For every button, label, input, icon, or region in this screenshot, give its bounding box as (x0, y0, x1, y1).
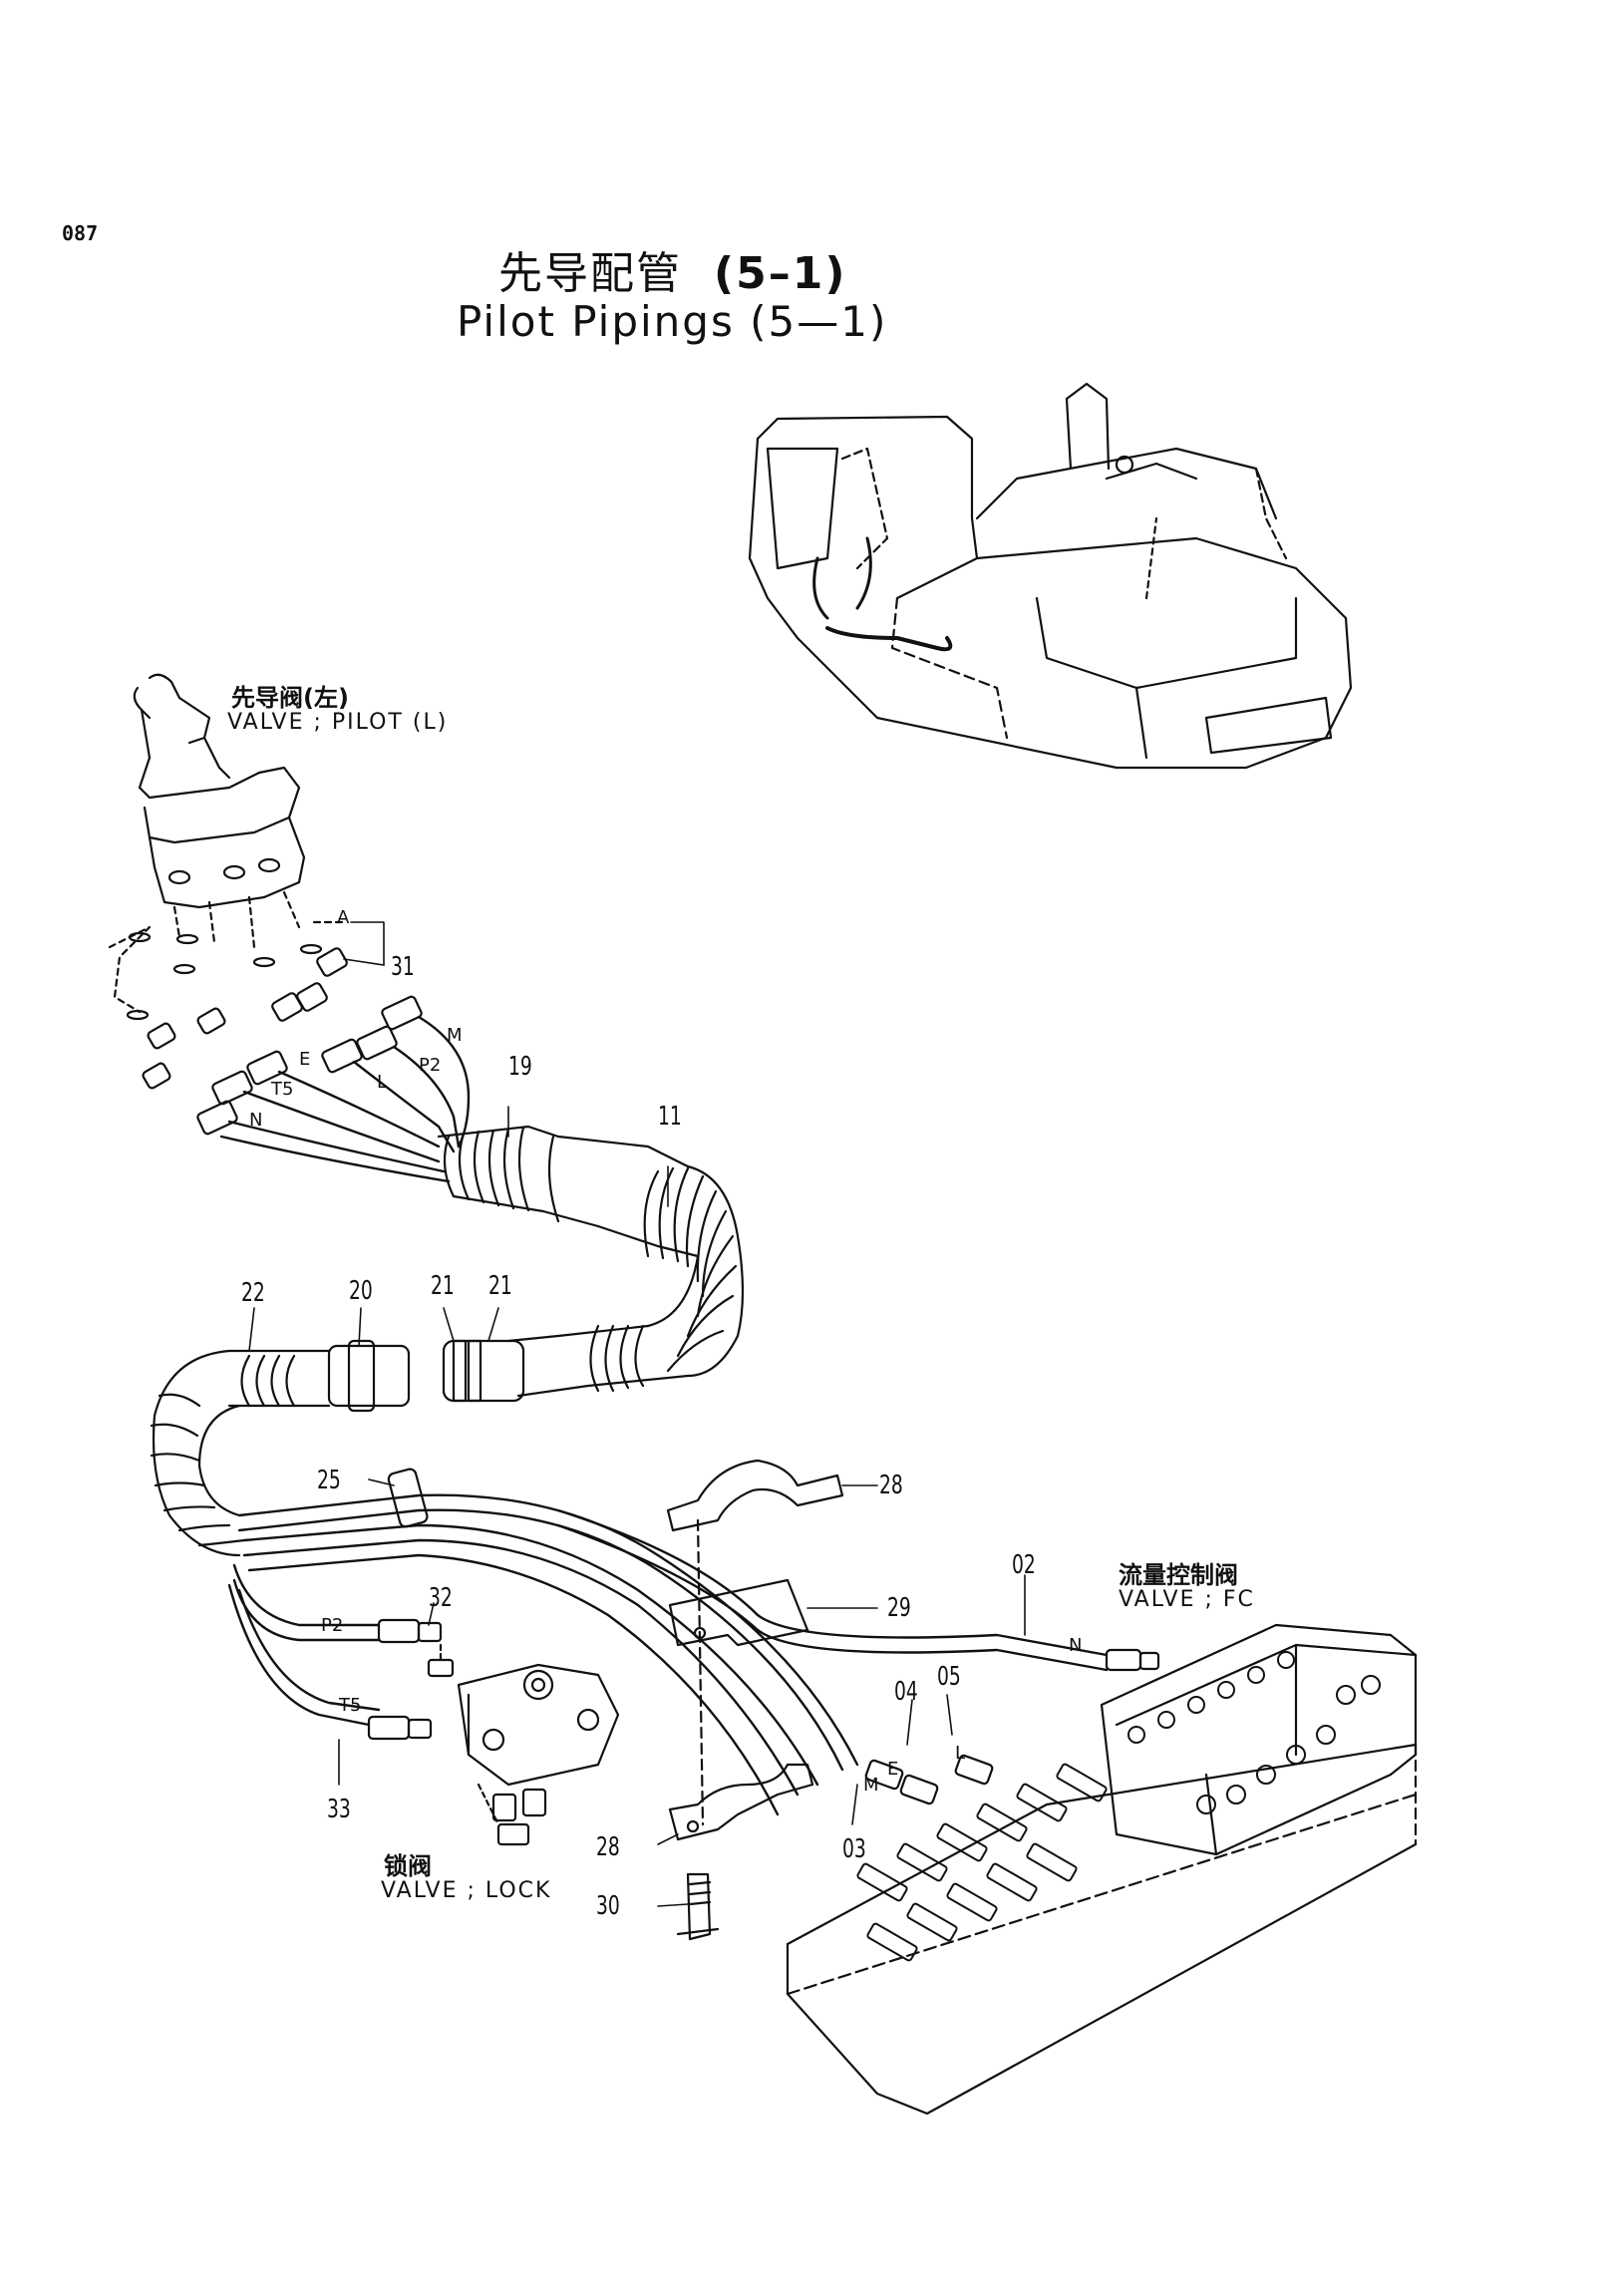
port-label-t5: T5 (271, 1079, 294, 1100)
title-english: Pilot Pipings (5—1) (457, 297, 888, 346)
excavator-overview (748, 382, 1353, 770)
page-number: 087 (62, 221, 99, 245)
pilot-valve-left-drawing (108, 673, 346, 1021)
port-label-n: N (249, 1110, 263, 1131)
protective-sleeve (437, 1125, 745, 1398)
callout-20: 20 (349, 1276, 373, 1306)
port-label-n-fc: N (1069, 1635, 1083, 1656)
pilot-valve-label-en: VALVE ; PILOT (L) (227, 710, 449, 735)
title-chinese-text: 先导配管 (498, 248, 682, 299)
port-label-l: L (377, 1072, 388, 1093)
callout-22: 22 (241, 1278, 265, 1308)
callout-19: 19 (508, 1052, 532, 1082)
clamps-collar (150, 1339, 525, 1557)
fc-valve-drawing (786, 1623, 1418, 2116)
port-label-m-fc: M (863, 1775, 879, 1796)
port-label-p2-lock: P2 (321, 1615, 344, 1636)
hose-end-fittings (367, 1618, 1160, 1805)
callout-32: 32 (429, 1583, 453, 1613)
callout-25: 25 (317, 1466, 341, 1495)
port-label-e: E (299, 1049, 311, 1070)
port-label-a: A (337, 907, 350, 928)
port-label-e-fc: E (887, 1759, 899, 1780)
callout-29: 29 (887, 1593, 911, 1623)
callout-02: 02 (1012, 1550, 1036, 1580)
port-label-l-fc: L (955, 1743, 966, 1764)
callout-21-a: 21 (431, 1271, 455, 1301)
callout-28-top: 28 (879, 1471, 903, 1500)
port-label-p2: P2 (419, 1055, 442, 1076)
callout-11: 11 (658, 1102, 682, 1132)
port-label-m: M (447, 1025, 463, 1046)
title-chinese: 先导配管 (5–1) (498, 237, 846, 301)
hose-bundle (227, 1493, 1109, 1816)
callout-04: 04 (894, 1677, 918, 1707)
callout-28-bottom: 28 (596, 1832, 620, 1862)
callout-33: 33 (327, 1795, 351, 1824)
fc-valve-label-cn: 流量控制阀 (1119, 1561, 1238, 1589)
callout-03: 03 (842, 1834, 866, 1864)
callout-05: 05 (937, 1662, 961, 1692)
fc-valve-label-en: VALVE ; FC (1119, 1587, 1255, 1612)
lock-valve-label-en: VALVE ; LOCK (381, 1878, 552, 1903)
bracket-clamps (666, 1459, 844, 1941)
callout-31: 31 (391, 952, 415, 982)
pilot-valve-label-cn: 先导阀(左) (231, 684, 349, 712)
port-label-t5-lock: T5 (339, 1695, 362, 1716)
fittings-cluster (142, 947, 423, 1136)
callout-21-b: 21 (488, 1271, 512, 1301)
lock-valve-label-cn: 锁阀 (384, 1852, 432, 1880)
callout-30: 30 (596, 1891, 620, 1921)
title-chinese-part: (5–1) (713, 248, 847, 299)
leader-lines (248, 921, 1026, 1907)
lock-valve-drawing (427, 1643, 620, 1846)
pilot-hoses (219, 1015, 471, 1183)
